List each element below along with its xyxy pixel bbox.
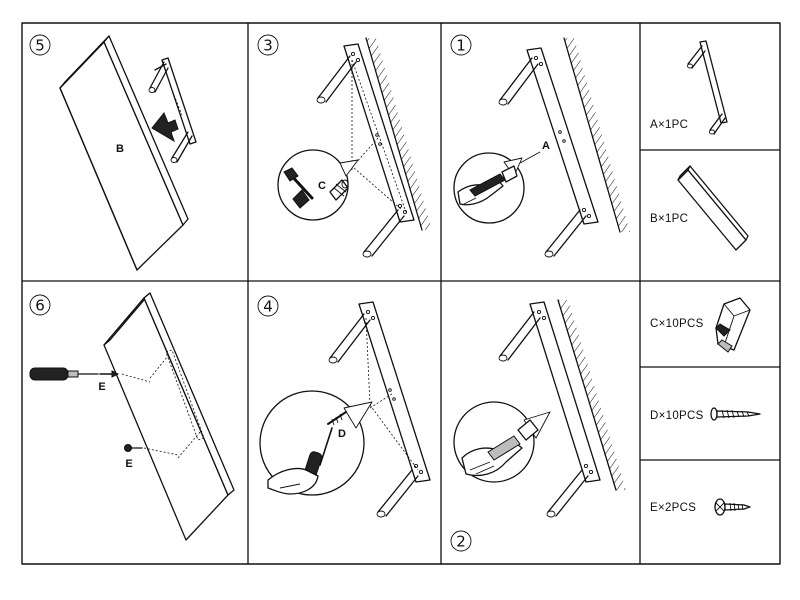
part-a-cell: A×1PC — [650, 40, 728, 135]
step-1-panel: 1 A — [450, 34, 630, 258]
wall-hatch — [365, 37, 432, 231]
step-3-panel: 3 — [257, 34, 432, 258]
step-number: 2 — [456, 533, 466, 551]
step-number: 1 — [456, 37, 466, 55]
step-number: 3 — [263, 37, 273, 55]
screw-bottom-label: E — [125, 458, 132, 470]
step-4-panel: 4 D — [257, 295, 431, 518]
bracket-on-wall — [148, 57, 197, 163]
screw-d — [327, 411, 347, 426]
step-6-panel: 6 E E — [29, 292, 235, 541]
zoom-detail-hammer: C — [277, 149, 359, 221]
part-b-label: B×1PC — [650, 213, 688, 225]
screw-label: D — [338, 428, 346, 440]
bracket-label: A — [542, 140, 550, 152]
machine-screw-icon — [714, 498, 751, 516]
part-d-cell: D×10PCS — [650, 407, 761, 422]
bracket-icon — [687, 40, 728, 135]
wood-screw-icon — [710, 407, 761, 421]
part-c-cell: C×10PCS — [650, 297, 751, 353]
wall-anchor-icon — [715, 297, 751, 353]
board-b — [59, 35, 189, 271]
panel-grid — [21, 22, 781, 565]
zoom-detail-drill — [453, 401, 551, 483]
screwdriver-icon — [29, 367, 99, 381]
board-b — [103, 292, 235, 541]
zoom-detail-level — [453, 152, 525, 224]
part-e-label: E×2PCS — [650, 502, 696, 514]
wall-hatch — [557, 299, 626, 491]
screw-e-icon — [124, 444, 143, 452]
anchor-c — [329, 179, 349, 201]
hammer-icon — [283, 167, 299, 182]
zoom-detail-screwdriver: D — [259, 390, 373, 496]
wall-hatch — [563, 37, 630, 233]
step-2-panel: 2 — [450, 299, 626, 552]
anchor-label: C — [318, 180, 326, 192]
direction-arrow-icon — [151, 112, 179, 143]
part-d-label: D×10PCS — [650, 410, 704, 422]
board-label: B — [116, 143, 124, 155]
part-a-label: A×1PC — [650, 119, 688, 131]
board-icon — [677, 165, 749, 251]
screw-top-label: E — [98, 381, 105, 393]
step-5-panel: 5 B — [29, 34, 197, 271]
step-number: 6 — [35, 297, 45, 315]
step-number: 5 — [35, 37, 45, 55]
part-b-cell: B×1PC — [650, 165, 749, 251]
part-c-label: C×10PCS — [650, 318, 704, 330]
part-e-cell: E×2PCS — [650, 498, 751, 516]
step-number: 4 — [263, 298, 273, 316]
